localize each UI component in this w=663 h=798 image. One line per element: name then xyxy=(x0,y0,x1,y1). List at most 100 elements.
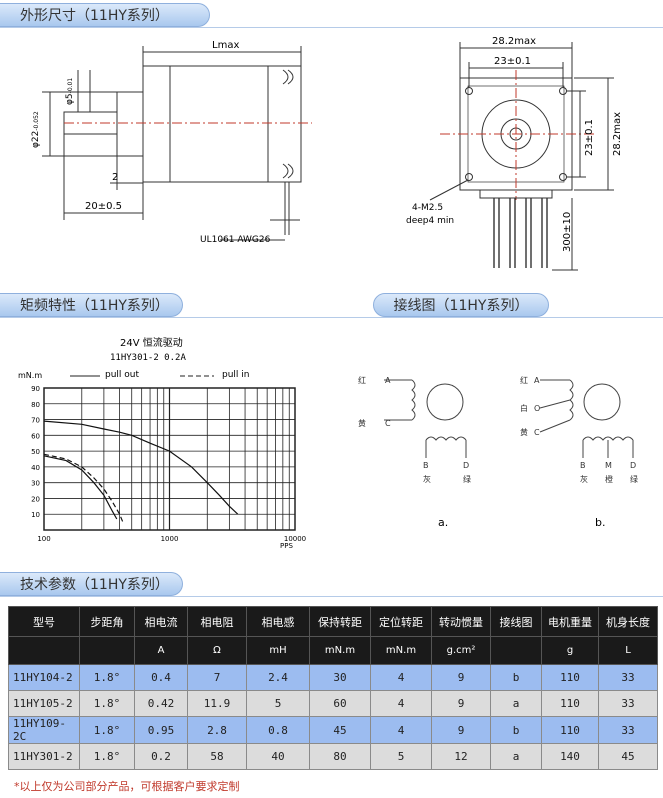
table-cell: 5 xyxy=(246,690,310,717)
y-tick-label: 40 xyxy=(31,464,40,472)
dim-hole-span: 23±0.1 xyxy=(494,56,531,67)
dim-lmax: Lmax xyxy=(212,40,239,51)
table-cell: 1.8° xyxy=(79,690,135,717)
dim-shaft-len: 20±0.5 xyxy=(85,201,122,212)
unit-cell: A xyxy=(134,636,188,665)
table-cell: 60 xyxy=(309,690,371,717)
unit-cell: g xyxy=(541,636,599,665)
footnote: *以上仅为公司部分产品，可根据客户要求定制 xyxy=(14,780,240,793)
table-cell: 0.2 xyxy=(134,743,188,770)
dim-screw: 4-M2.5 xyxy=(412,203,443,213)
table-cell: 4 xyxy=(370,716,432,744)
legend-pull-out: pull out xyxy=(105,370,139,380)
table-cell: 9 xyxy=(431,664,491,691)
unit-cell: L xyxy=(598,636,658,665)
table-cell: 1.8° xyxy=(79,743,135,770)
col-length: 机身长度 xyxy=(598,606,658,637)
diagram-label-b: b. xyxy=(595,516,605,529)
table-cell: 0.4 xyxy=(134,664,188,691)
chart-subtitle: 11HY301-2 0.2A xyxy=(110,353,186,363)
col-holding-torque: 保持转距 xyxy=(309,606,371,637)
table-cell: 11HY104-2 xyxy=(8,664,80,691)
y-tick-label: 60 xyxy=(31,432,40,440)
x-tick-label: 100 xyxy=(37,535,50,543)
table-cell: 11HY109-2C xyxy=(8,716,80,744)
col-inductance: 相电感 xyxy=(246,606,310,637)
table-cell: 1.8° xyxy=(79,664,135,691)
table-cell: 7 xyxy=(187,664,247,691)
unit-cell xyxy=(8,636,80,665)
wire-term-b-2: C xyxy=(534,428,540,437)
col-detent-torque: 定位转距 xyxy=(370,606,432,637)
wire-term-b-0: A xyxy=(534,376,540,385)
table-cell: 110 xyxy=(541,716,599,744)
y-tick-label: 30 xyxy=(31,480,40,488)
dim-width-max: 28.2max xyxy=(492,36,536,47)
specs-table: 型号 步距角 相电流 相电阻 相电感 保持转距 定位转距 转动惯量 接线图 电机… xyxy=(8,606,658,770)
wire-color-b-2: 黄 xyxy=(520,427,528,437)
chart-series xyxy=(43,420,239,524)
torque-chart: 24V 恒流驱动 11HY301-2 0.2A mN.m pull out pu… xyxy=(18,336,306,550)
unit-cell xyxy=(79,636,135,665)
table-cell: 9 xyxy=(431,690,491,717)
table-cell: 33 xyxy=(598,690,658,717)
table-header-row: 型号 步距角 相电流 相电阻 相电感 保持转距 定位转距 转动惯量 接线图 电机… xyxy=(8,606,658,637)
dim-height-max: 28.2max xyxy=(612,112,623,156)
table-cell: 110 xyxy=(541,664,599,691)
wire-bcolor-a-1: 绿 xyxy=(463,475,471,484)
divider xyxy=(0,27,663,28)
table-cell: 58 xyxy=(187,743,247,770)
table-cell: b xyxy=(490,716,542,744)
col-current: 相电流 xyxy=(134,606,188,637)
chart-xlabel: PPS xyxy=(280,542,293,550)
diagram-label-a: a. xyxy=(438,516,448,529)
dim-shaft-dia: φ5-0.01 xyxy=(65,78,75,105)
table-cell: b xyxy=(490,664,542,691)
outline-drawing: Lmax φ5-0.01 φ22-0.052 2 20±0.5 UL1061 A… xyxy=(31,36,623,271)
table-cell: 12 xyxy=(431,743,491,770)
col-weight: 电机重量 xyxy=(541,606,599,637)
chart-title: 24V 恒流驱动 xyxy=(120,336,183,349)
motor-boss xyxy=(116,91,144,157)
table-cell: 45 xyxy=(309,716,371,744)
table-cell: 4 xyxy=(370,690,432,717)
table-cell: 0.95 xyxy=(134,716,188,744)
wire-color-a-1: 黄 xyxy=(358,418,366,428)
unit-cell: mN.m xyxy=(309,636,371,665)
chart-grid xyxy=(43,387,296,531)
col-wiring: 接线图 xyxy=(490,606,542,637)
wire-bcolor-b-0: 灰 xyxy=(580,474,588,484)
wire-term-b-1: O xyxy=(534,404,540,413)
series-pull-out xyxy=(43,455,118,520)
table-cell: 5 xyxy=(370,743,432,770)
table-cell: 11.9 xyxy=(187,690,247,717)
table-cell: 80 xyxy=(309,743,371,770)
table-cell: 30 xyxy=(309,664,371,691)
dim-boss-dia: φ22-0.052 xyxy=(31,111,41,148)
table-cell: 1.8° xyxy=(79,716,135,744)
unit-cell: Ω xyxy=(187,636,247,665)
col-model: 型号 xyxy=(8,606,80,637)
y-tick-label: 50 xyxy=(31,448,40,456)
divider xyxy=(0,596,663,597)
dim-screw-depth: deep4 min xyxy=(406,216,454,226)
wire-bcolor-b-1: 橙 xyxy=(605,474,613,484)
wire-bterm-b-2: D xyxy=(630,461,636,470)
legend-pull-in: pull in xyxy=(222,370,249,380)
table-cell: 33 xyxy=(598,664,658,691)
wire-color-b-0: 红 xyxy=(520,375,528,385)
motor-body xyxy=(142,65,302,183)
table-cell: 33 xyxy=(598,716,658,744)
wire-bterm-b-0: B xyxy=(580,461,586,470)
table-cell: a xyxy=(490,743,542,770)
wire-term-a-0: A xyxy=(385,376,391,385)
dim-lead-len: 300±10 xyxy=(562,212,573,252)
wire-color-b-1: 白 xyxy=(520,403,528,413)
chart-ylabel: mN.m xyxy=(18,371,42,380)
table-cell: 11HY301-2 xyxy=(8,743,80,770)
table-cell: 110 xyxy=(541,690,599,717)
